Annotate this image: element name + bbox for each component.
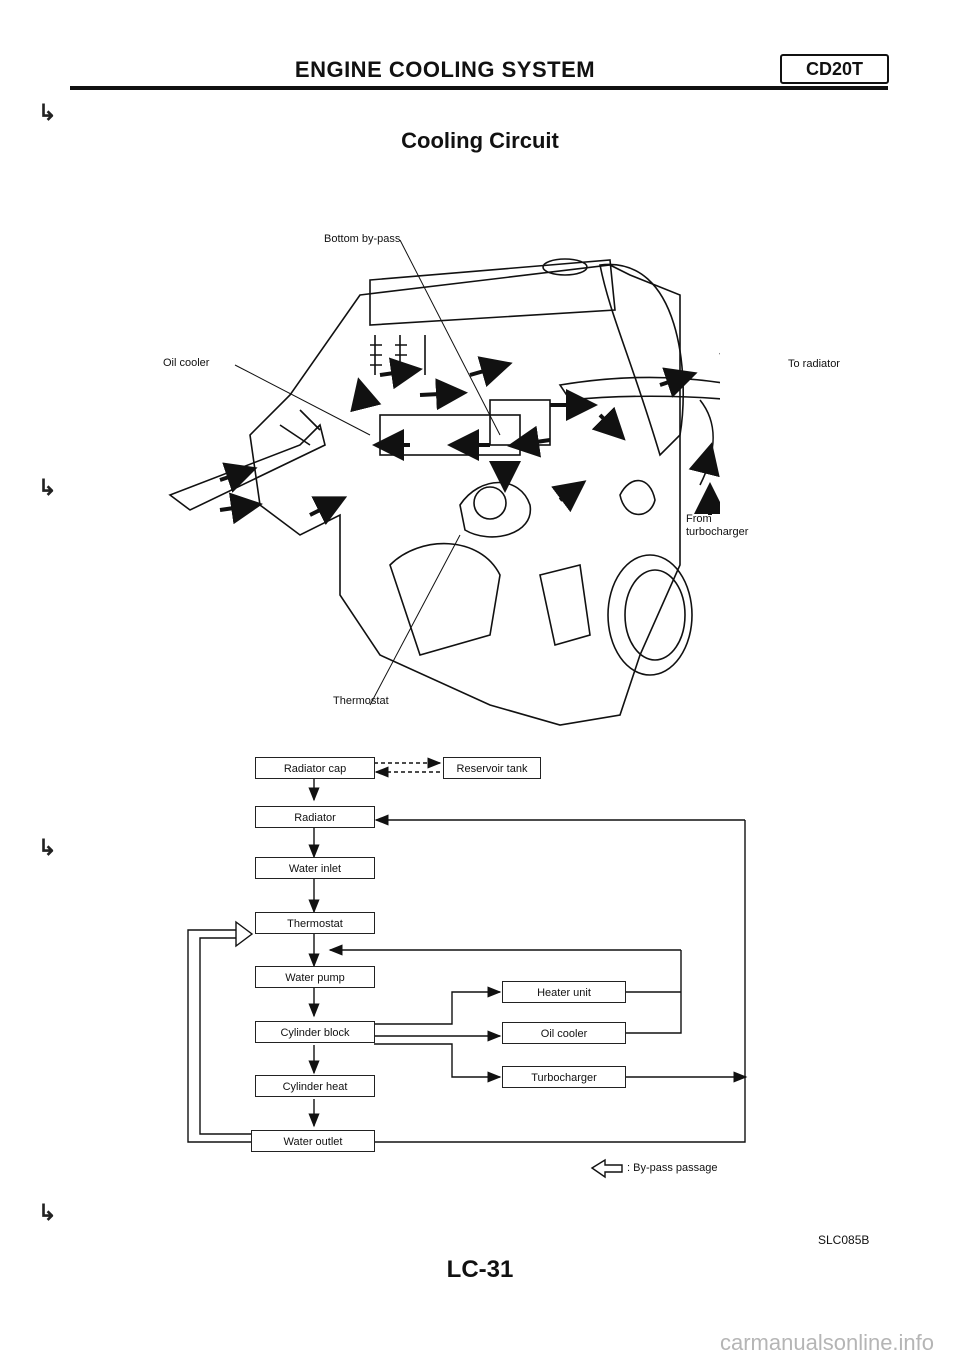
box-radiator: Radiator bbox=[255, 806, 375, 828]
figure-code: SLC085B bbox=[818, 1233, 870, 1247]
binding-mark-icon: ↳ bbox=[38, 475, 57, 500]
box-heater-unit: Heater unit bbox=[502, 981, 626, 1003]
page-number: LC-31 bbox=[446, 1256, 514, 1283]
page-subtitle: Cooling Circuit bbox=[401, 128, 559, 153]
box-reservoir-tank: Reservoir tank bbox=[443, 757, 541, 779]
box-radiator-cap: Radiator cap bbox=[255, 757, 375, 779]
label-from-turbo-line1: From bbox=[686, 513, 712, 525]
box-water-pump: Water pump bbox=[255, 966, 375, 988]
box-water-inlet: Water inlet bbox=[255, 857, 375, 879]
section-title: ENGINE COOLING SYSTEM bbox=[294, 57, 596, 82]
box-oil-cooler: Oil cooler bbox=[502, 1022, 626, 1044]
label-to-radiator: To radiator bbox=[788, 358, 840, 370]
label-bottom-bypass: Bottom by-pass bbox=[324, 233, 401, 245]
box-turbocharger: Turbocharger bbox=[502, 1066, 626, 1088]
box-water-outlet: Water outlet bbox=[251, 1130, 375, 1152]
box-cylinder-heat: Cylinder heat bbox=[255, 1075, 375, 1097]
bypass-legend-icon bbox=[590, 1158, 623, 1179]
engine-cooling-illustration bbox=[168, 239, 720, 726]
legend-bypass-label: : By-pass passage bbox=[627, 1162, 718, 1174]
box-thermostat: Thermostat bbox=[255, 912, 375, 934]
binding-mark-icon: ↳ bbox=[38, 835, 57, 860]
binding-mark-icon: ↳ bbox=[38, 1200, 57, 1225]
label-oil-cooler: Oil cooler bbox=[163, 357, 210, 369]
box-cylinder-block: Cylinder block bbox=[255, 1021, 375, 1043]
label-thermostat: Thermostat bbox=[333, 695, 389, 707]
binding-mark-icon: ↳ bbox=[38, 100, 57, 125]
label-from-turbo-line2: turbocharger bbox=[686, 526, 749, 538]
header-rule bbox=[70, 86, 888, 90]
watermark: carmanualsonline.info bbox=[720, 1330, 935, 1355]
engine-code-badge: CD20T bbox=[780, 54, 889, 84]
